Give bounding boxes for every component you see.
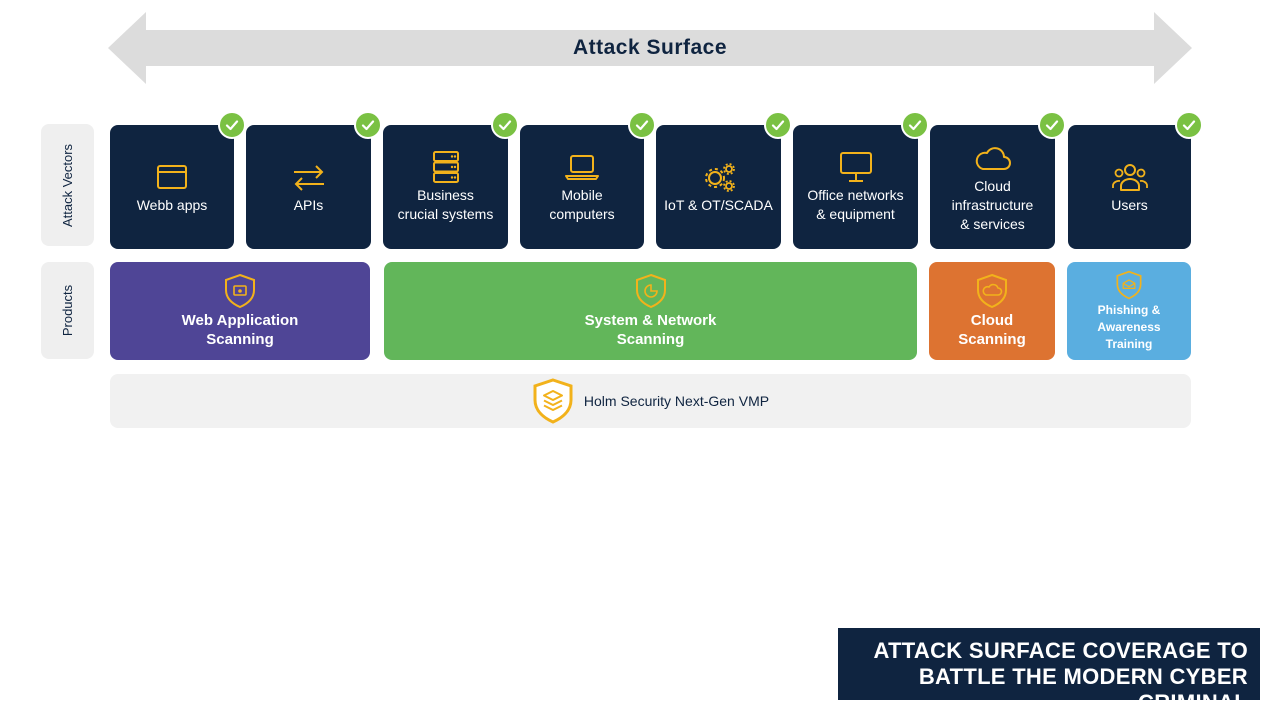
attack-surface-arrow [108, 12, 1192, 84]
products-side-label: Products [41, 262, 94, 359]
vector-label: IoT & OT/SCADA [664, 196, 773, 213]
checkmark-icon [628, 111, 656, 139]
vector-card-mobile-computers: Mobile computers [520, 125, 644, 249]
vector-card-users: Users [1068, 125, 1191, 249]
platform-bar: Holm Security Next-Gen VMP [110, 374, 1191, 428]
vector-label: Webb apps [136, 196, 208, 213]
banner-line-2: BATTLE THE MODERN CYBER CRIMINAL [918, 664, 1248, 715]
products-label-text: Products [60, 284, 75, 337]
browser-window-icon [157, 164, 187, 189]
vector-label: Mobile computers [549, 187, 615, 222]
checkmark-icon [218, 111, 246, 139]
attack-vectors-label-text: Attack Vectors [60, 143, 75, 227]
platform-label: Holm Security Next-Gen VMP [583, 393, 770, 409]
vector-label: Users [1111, 196, 1148, 213]
monitor-icon [839, 152, 872, 182]
web-scan-shield-icon [225, 273, 255, 309]
gears-icon [704, 162, 735, 192]
vector-card-office-networks: Office networks & equipment [793, 125, 918, 249]
vector-label: Office networks & equipment [807, 187, 904, 222]
product-label: Phishing & Awareness Training [1097, 302, 1161, 351]
vector-label: APIs [293, 196, 324, 213]
product-label: System & Network Scanning [584, 312, 717, 348]
cloud-scan-shield-icon [977, 273, 1007, 309]
checkmark-icon [901, 111, 929, 139]
checkmark-icon [764, 111, 792, 139]
vector-card-webb-apps: Webb apps [110, 125, 234, 249]
laptop-icon [565, 155, 599, 180]
banner-line-1: ATTACK SURFACE COVERAGE TO [873, 638, 1248, 663]
product-label: Cloud Scanning [958, 312, 1026, 348]
phishing-shield-icon [1116, 270, 1142, 299]
product-label: Web Application Scanning [181, 312, 299, 348]
attack-surface-title: Attack Surface [572, 36, 728, 59]
vector-label: Business crucial systems [397, 187, 494, 222]
swap-arrows-icon [293, 164, 324, 191]
product-card-cloud-scanning: Cloud Scanning [929, 262, 1055, 360]
checkmark-icon [1175, 111, 1203, 139]
attack-vectors-side-label: Attack Vectors [41, 124, 94, 246]
checkmark-icon [491, 111, 519, 139]
vector-card-cloud-infrastructure: Cloud infrastructure & services [930, 125, 1055, 249]
vector-card-iot-ot-scada: IoT & OT/SCADA [656, 125, 781, 249]
vector-card-business-systems: Business crucial systems [383, 125, 508, 249]
users-icon [1111, 163, 1148, 191]
product-card-phishing-awareness-training: Phishing & Awareness Training [1067, 262, 1191, 360]
cloud-icon [975, 146, 1011, 170]
checkmark-icon [1038, 111, 1066, 139]
product-card-system-network-scanning: System & Network Scanning [384, 262, 917, 360]
server-stack-icon [432, 151, 459, 183]
checkmark-icon [354, 111, 382, 139]
product-card-web-application-scanning: Web Application Scanning [110, 262, 370, 360]
slide-banner: ATTACK SURFACE COVERAGE TO BATTLE THE MO… [838, 628, 1260, 715]
layers-shield-icon [533, 378, 573, 424]
vector-card-apis: APIs [246, 125, 371, 249]
vector-label: Cloud infrastructure & services [951, 177, 1034, 232]
network-scan-shield-icon [635, 273, 666, 309]
